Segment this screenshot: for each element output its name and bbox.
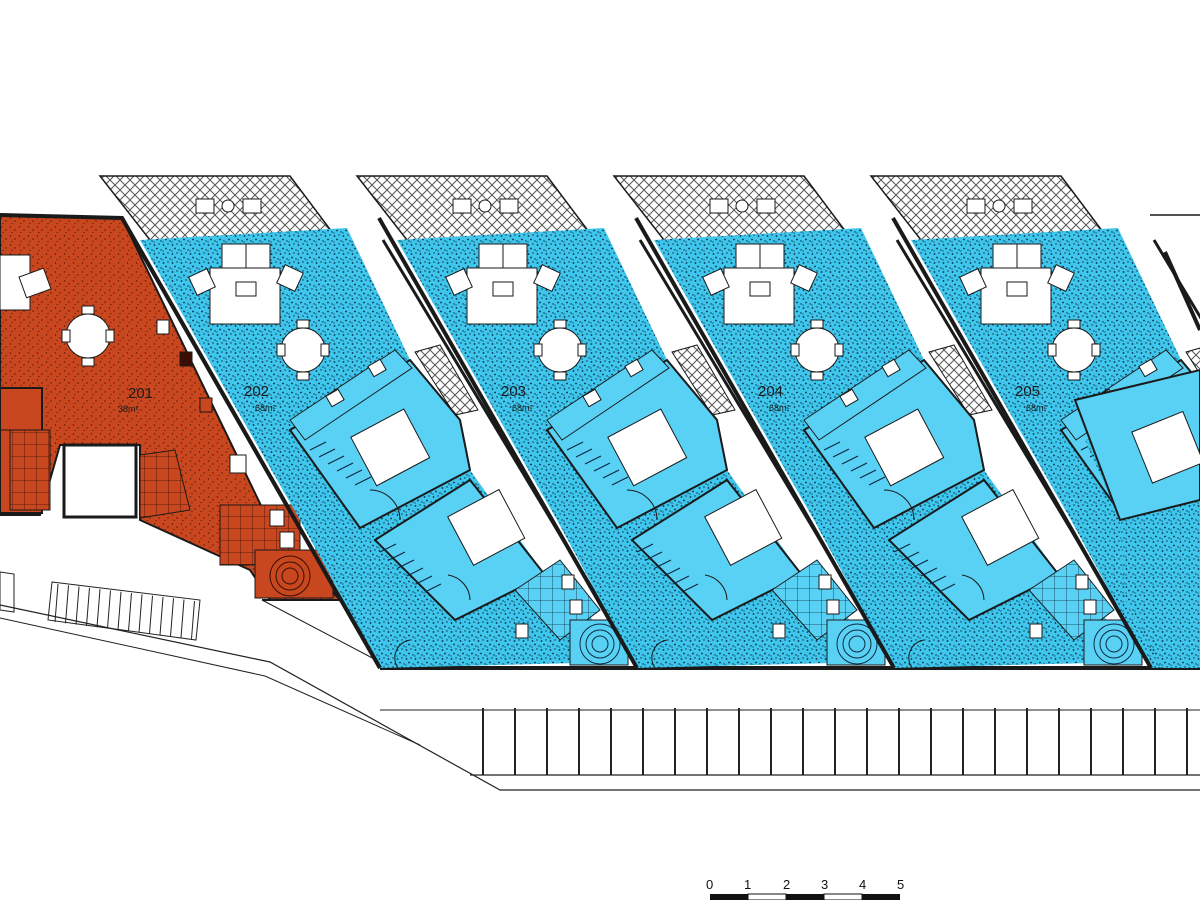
unit-203-number: 203 bbox=[501, 383, 526, 400]
dining-table bbox=[537, 327, 583, 373]
scale-tick-5: 5 bbox=[897, 877, 904, 892]
scale-tick-0: 0 bbox=[706, 877, 713, 892]
unit-202: 202 68m² bbox=[98, 175, 642, 669]
scale-bar: 0 1 2 3 4 5 bbox=[706, 877, 904, 900]
parking-bays bbox=[482, 708, 1188, 775]
blue-units: 202 68m² 203 68m² 204 68m² 205 68m² bbox=[98, 175, 1200, 669]
unit-205-number: 205 bbox=[1015, 383, 1040, 400]
bed bbox=[447, 488, 526, 567]
dining-table bbox=[794, 327, 840, 373]
dining-table bbox=[280, 327, 326, 373]
bed bbox=[961, 488, 1040, 567]
unit-204: 204 68m² bbox=[612, 175, 1156, 669]
unit-201-area: 38m² bbox=[118, 404, 139, 414]
bed bbox=[704, 488, 783, 567]
unit-204-area: 68m² bbox=[769, 403, 790, 413]
scale-tick-4: 4 bbox=[859, 877, 866, 892]
unit-205-area: 68m² bbox=[1026, 403, 1047, 413]
scale-tick-3: 3 bbox=[821, 877, 828, 892]
parking-area bbox=[0, 571, 1200, 791]
unit-206-partial bbox=[1073, 214, 1200, 668]
scale-tick-2: 2 bbox=[783, 877, 790, 892]
bed bbox=[350, 408, 431, 487]
unit-203: 203 68m² bbox=[355, 175, 899, 669]
unit-201-number: 201 bbox=[128, 385, 153, 402]
bed bbox=[607, 408, 688, 487]
bed bbox=[864, 408, 945, 487]
unit-204-number: 204 bbox=[758, 383, 783, 400]
dining-table bbox=[1051, 327, 1097, 373]
stair-left bbox=[0, 571, 201, 641]
unit-201: 201 38m² bbox=[0, 213, 382, 669]
unit-202-number: 202 bbox=[244, 383, 269, 400]
scale-tick-1: 1 bbox=[744, 877, 751, 892]
unit-203-area: 68m² bbox=[512, 403, 533, 413]
unit-202-area: 68m² bbox=[255, 403, 276, 413]
